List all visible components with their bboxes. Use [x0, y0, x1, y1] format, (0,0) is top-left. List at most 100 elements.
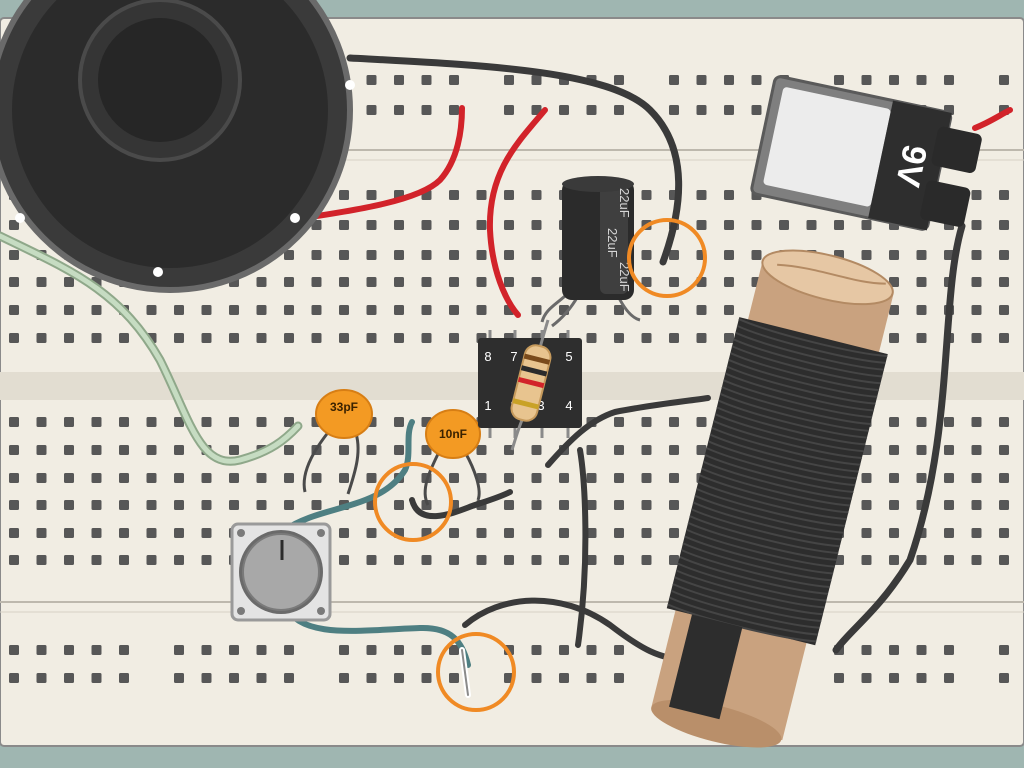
breadboard-hole — [641, 555, 652, 565]
breadboard-hole — [614, 75, 624, 85]
breadboard-hole — [586, 645, 597, 655]
breadboard-hole — [394, 445, 404, 455]
breadboard-hole — [64, 500, 74, 510]
breadboard-hole — [256, 417, 267, 427]
coil-winding — [701, 467, 851, 507]
breadboard-hole — [449, 250, 459, 260]
breadboard-hole — [449, 528, 459, 538]
breadboard-hole — [724, 250, 734, 260]
coil-winding — [691, 508, 840, 548]
breadboard-hole — [449, 473, 459, 483]
breadboard-hole — [916, 555, 927, 565]
coil-winding — [672, 583, 822, 622]
breadboard-hole — [421, 445, 432, 455]
breadboard-hole — [861, 555, 872, 565]
coil-winding — [694, 494, 844, 534]
breadboard-hole — [201, 417, 212, 427]
breadboard-hole — [669, 555, 679, 565]
breadboard-hole — [91, 645, 102, 655]
breadboard-hole — [971, 190, 982, 200]
breadboard-hole — [119, 473, 129, 483]
breadboard-hole — [586, 445, 597, 455]
breadboard-hole — [229, 417, 239, 427]
breadboard-hole — [366, 277, 377, 287]
breadboard-hole — [614, 555, 624, 565]
breadboard-hole — [614, 417, 624, 427]
breadboard-hole — [614, 333, 624, 343]
coil-winding — [735, 331, 884, 371]
ceramic-capacitor-10nf: 10nF — [423, 409, 481, 506]
breadboard-hole — [476, 445, 487, 455]
breadboard-hole — [916, 75, 927, 85]
breadboard-hole — [999, 417, 1009, 427]
electrolytic-capacitor: 22uF 22uF 22uF — [540, 176, 641, 328]
breadboard-hole — [449, 333, 459, 343]
breadboard-hole — [504, 555, 514, 565]
coil-winding — [680, 549, 830, 589]
breadboard-hole — [504, 277, 514, 287]
breadboard-hole — [971, 333, 982, 343]
breadboard-hole — [504, 190, 514, 200]
breadboard-hole — [999, 645, 1009, 655]
breadboard-hole — [889, 555, 899, 565]
breadboard-hole — [36, 500, 47, 510]
breadboard-hole — [366, 528, 377, 538]
breadboard-hole — [889, 417, 899, 427]
breadboard-hole — [91, 673, 102, 683]
breadboard-hole — [641, 528, 652, 538]
breadboard-hole — [119, 673, 129, 683]
breadboard-hole — [889, 333, 899, 343]
breadboard-hole — [696, 220, 707, 230]
breadboard-hole — [174, 673, 184, 683]
electrolytic-label-1: 22uF — [617, 188, 632, 218]
breadboard-hole — [366, 333, 377, 343]
breadboard-hole — [366, 105, 377, 115]
breadboard-hole — [311, 333, 322, 343]
breadboard-hole — [394, 673, 404, 683]
breadboard-hole — [394, 220, 404, 230]
breadboard-hole — [146, 417, 157, 427]
breadboard-hole — [284, 500, 294, 510]
breadboard-hole — [531, 75, 542, 85]
coil-winding — [684, 535, 834, 575]
electrolytic-label-3: 22uF — [617, 262, 632, 292]
breadboard-hole — [586, 555, 597, 565]
breadboard-hole — [696, 190, 707, 200]
breadboard-hole — [971, 500, 982, 510]
ic-pin-5: 5 — [565, 349, 572, 364]
coil-winding — [670, 589, 820, 629]
breadboard-hole — [889, 528, 899, 538]
breadboard-hole — [724, 220, 734, 230]
breadboard-hole — [614, 473, 624, 483]
breadboard-hole — [36, 555, 47, 565]
breadboard-hole — [861, 500, 872, 510]
breadboard-hole — [174, 555, 184, 565]
breadboard-hole — [229, 473, 239, 483]
black-wire-speaker-to-capacitor — [346, 54, 683, 266]
breadboard-hole — [751, 75, 762, 85]
wire-tips — [459, 647, 471, 698]
breadboard-hole — [256, 277, 267, 287]
breadboard-hole — [916, 645, 927, 655]
breadboard-hole — [476, 305, 487, 315]
breadboard-hole — [119, 528, 129, 538]
breadboard-hole — [311, 305, 322, 315]
breadboard-hole — [916, 473, 927, 483]
breadboard-hole — [641, 305, 652, 315]
breadboard-hole — [421, 105, 432, 115]
breadboard-hole — [449, 220, 459, 230]
breadboard-hole — [724, 333, 734, 343]
breadboard-hole — [339, 555, 349, 565]
breadboard-hole — [366, 473, 377, 483]
breadboard-hole — [944, 445, 954, 455]
teal-wire-pot-to-cap — [282, 419, 415, 533]
breadboard-hole — [174, 445, 184, 455]
breadboard-hole — [971, 250, 982, 260]
wires — [0, 54, 966, 668]
breadboard-hole — [724, 190, 734, 200]
breadboard-hole — [36, 417, 47, 427]
breadboard-hole — [889, 305, 899, 315]
breadboard-hole — [944, 528, 954, 538]
breadboard-hole — [64, 277, 74, 287]
breadboard-hole — [91, 555, 102, 565]
